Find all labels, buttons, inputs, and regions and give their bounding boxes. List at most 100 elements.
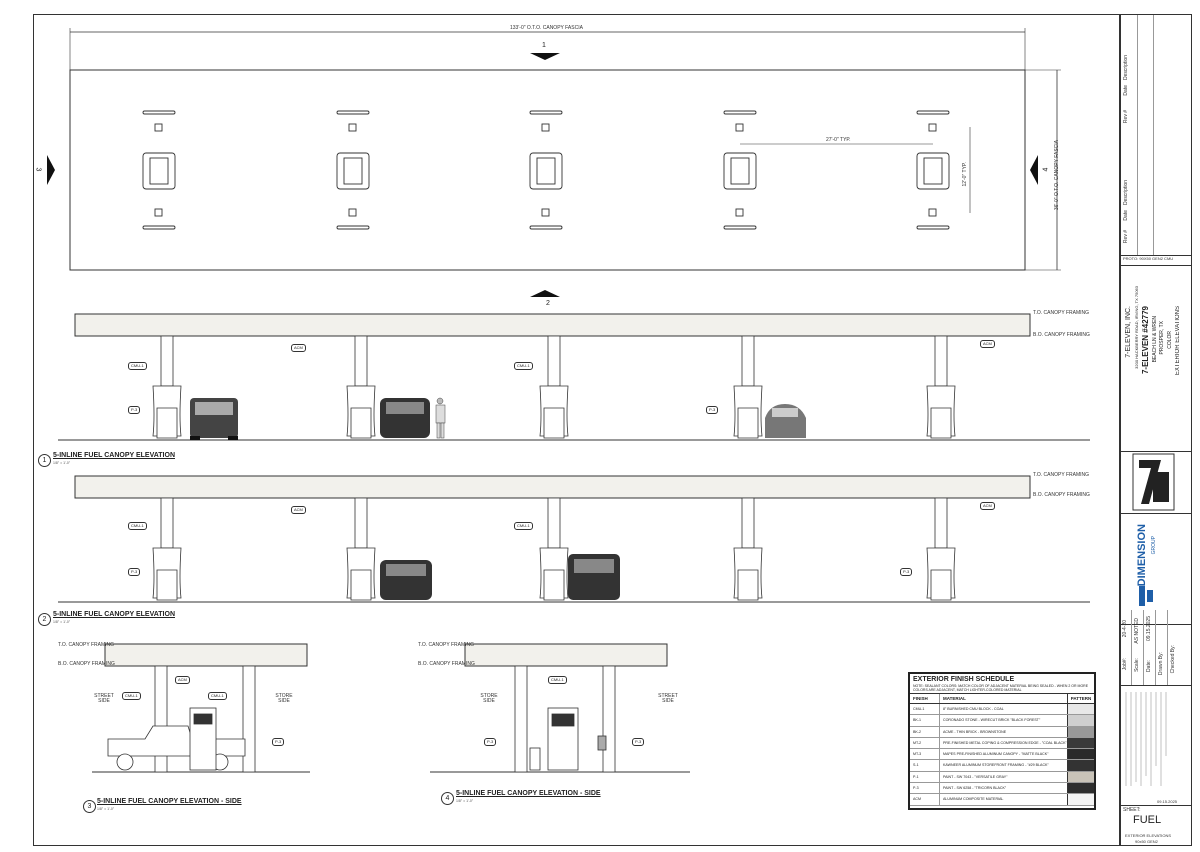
sedan-front-1	[765, 404, 806, 438]
schedule-pattern-swatch	[1067, 794, 1094, 805]
plan-marker-3: 3	[34, 167, 42, 172]
tag-cmu-1: CMU-1	[128, 362, 147, 370]
tag-p-2: P-3	[706, 406, 719, 414]
dispenser-1	[142, 110, 176, 230]
canopy-plan-view	[35, 20, 1105, 300]
schedule-pattern-swatch	[1067, 737, 1094, 749]
date-value: 09.15.2025	[1146, 616, 1152, 642]
view-2-title: 5-INLINE FUEL CANOPY ELEVATION	[53, 611, 175, 618]
schedule-pattern-swatch	[1067, 771, 1094, 783]
plan-marker-4: 4	[1042, 167, 1050, 172]
sheet-border	[33, 14, 1120, 846]
view-1-title: 5-INLINE FUEL CANOPY ELEVATION	[53, 452, 175, 459]
marker-1-arrow	[530, 53, 560, 60]
plan-dim-right: 36'-0" O.T.O. CANOPY FASCIA	[1054, 140, 1060, 211]
schedule-header-pattern: PATTERN	[1067, 694, 1094, 703]
schedule-note: NOTE: SEALANT COLORS: MATCH COLOR OF ADJ…	[913, 684, 1089, 692]
tag-acm-5: ACM	[175, 676, 190, 684]
elevation-3-side	[40, 636, 320, 776]
view-4-scale: 1/8" = 1'-0"	[456, 799, 474, 803]
tag-acm-4: ACM	[980, 502, 995, 510]
sheet-description: EXTERIOR ELEVATIONS	[1175, 306, 1181, 376]
truck-front-2	[568, 554, 620, 600]
schedule-finish-code: BK-2	[910, 726, 940, 737]
title-block: Rev # Date Description Rev # Date Descri…	[1120, 14, 1192, 846]
elevation-1-drawing	[58, 313, 1090, 441]
schedule-finish-code: ACM	[910, 794, 940, 805]
drawn-by-label: Drawn By:	[1158, 652, 1164, 676]
project-info: 7-ELEVEN, INC. 3200 HACKBERRY ROAD, IRVI…	[1121, 265, 1191, 452]
elevation-2-drawing	[58, 475, 1090, 603]
view-2-scale: 1/8" = 1'-0"	[53, 620, 71, 624]
firm-sub: GROUP	[1151, 536, 1157, 555]
sheet-color-label: COLOR	[1167, 331, 1173, 349]
schedule-material: PRE-FINISHED METAL COPING & COMPRESSION …	[943, 740, 1067, 745]
plan-drawing	[47, 28, 1061, 297]
sheet-caption: SHEET:	[1123, 807, 1141, 813]
view-3-title: 5-INLINE FUEL CANOPY ELEVATION - SIDE	[97, 798, 242, 805]
company-name: 7-ELEVEN, INC.	[1125, 306, 1132, 358]
schedule-finish-code: P-1	[910, 771, 940, 783]
site-address-1: BEACH LN & WREN	[1152, 316, 1158, 363]
schedule-finish-code: CMU-1	[910, 704, 940, 715]
level-bot-4: B.O. CANOPY FRAMING	[418, 661, 475, 667]
tag-p-5: P-3	[272, 738, 285, 746]
schedule-pattern-swatch	[1067, 726, 1094, 737]
view-1-number: 1	[38, 454, 51, 467]
view-4-title: 5-INLINE FUEL CANOPY ELEVATION - SIDE	[456, 790, 601, 797]
tag-p-6: P-3	[484, 738, 497, 746]
firm-name: DIMENSION	[1136, 524, 1148, 587]
side-pickup-truck	[107, 725, 246, 771]
scale-label: Scale:	[1134, 658, 1140, 672]
sheet-foot-1: EXTERIOR ELEVATIONS	[1125, 833, 1172, 838]
fine-print-lines	[1125, 692, 1167, 786]
scale-value: AS NOTED	[1134, 618, 1140, 644]
tag-acm-1: ACM	[291, 344, 306, 352]
tag-p-4: P-3	[900, 568, 913, 576]
schedule-finish-code: BK-1	[910, 715, 940, 726]
company-address: 3200 HACKBERRY ROAD, IRVING, TX 75063	[1134, 286, 1139, 369]
schedule-pattern-swatch	[1067, 749, 1094, 760]
schedule-finish-code: MT-2	[910, 737, 940, 749]
schedule-header: FINISH MATERIAL PATTERN	[910, 693, 1094, 704]
view-3-number: 3	[83, 800, 96, 813]
tag-cmu-5: CMU-1	[122, 692, 141, 700]
suv-front-1	[380, 398, 430, 438]
plan-dim-top: 133'-0" O.T.O. CANOPY FASCIA	[510, 25, 583, 31]
schedule-pattern-swatch	[1067, 704, 1094, 715]
tag-cmu-2: CMU-1	[514, 362, 533, 370]
tag-acm-2: ACM	[980, 340, 995, 348]
tag-cmu-7: CMU-1	[548, 676, 567, 684]
rev-header-date: Date	[1123, 85, 1129, 96]
view-1-scale: 1/8" = 1'-0"	[53, 461, 71, 465]
small-date: 09.15.2025	[1157, 799, 1178, 804]
plan-marker-2: 2	[546, 300, 550, 307]
schedule-material: ACME - THIN BRICK - BROWNSTONE	[943, 729, 1007, 734]
marker-3-arrow	[47, 155, 55, 185]
view-2-number: 2	[38, 613, 51, 626]
level-bot-1: B.O. CANOPY FRAMING	[1033, 332, 1090, 338]
level-top-3: T.O. CANOPY FRAMING	[58, 642, 115, 648]
date-label: Date:	[1146, 660, 1152, 672]
schedule-material: CORONADO STONE - WIRECUT BRICK "BLACK FO…	[943, 718, 1041, 723]
schedule-material: ALUMINUM COMPOSITE MATERIAL	[943, 797, 1004, 802]
tag-cmu-6: CMU-1	[208, 692, 227, 700]
elevation-2	[40, 468, 1100, 608]
fine-print-area	[1121, 685, 1191, 801]
tag-acm-3: ACM	[291, 506, 306, 514]
plan-dim-typ-h: 27'-0" TYP.	[826, 137, 851, 143]
schedule-header-finish: FINISH	[910, 694, 940, 703]
elevation-1	[40, 308, 1100, 448]
tag-cmu-4: CMU-1	[514, 522, 533, 530]
rev-header-desc: Description	[1123, 55, 1129, 81]
site-address-2: PROSPER, TX	[1159, 321, 1165, 355]
schedule-finish-code: MT-3	[910, 749, 940, 760]
level-top-2: T.O. CANOPY FRAMING	[1033, 472, 1090, 478]
elevation-3-drawing	[92, 643, 310, 773]
rev-header-num: Rev #	[1123, 110, 1129, 124]
